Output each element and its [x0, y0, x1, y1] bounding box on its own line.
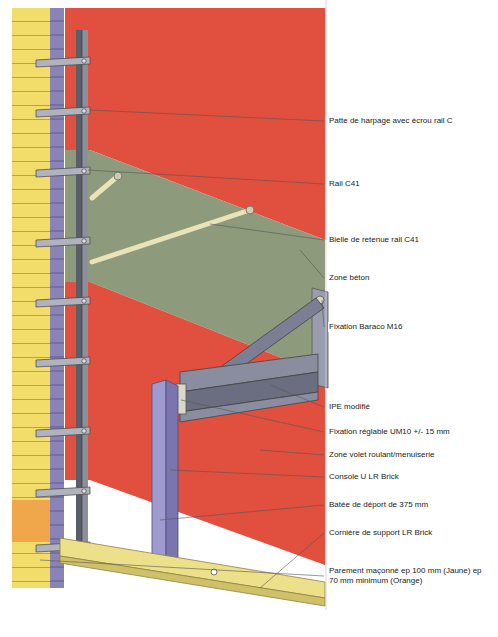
brick-joint	[50, 91, 64, 92]
brick-joint	[50, 259, 64, 260]
brick-joint	[50, 147, 64, 148]
brick-joint	[50, 329, 64, 330]
brick-joint	[50, 189, 64, 190]
c-rail-nut	[82, 489, 86, 493]
brick-joint	[50, 371, 64, 372]
c-rail-nut	[82, 59, 86, 63]
c-rail-nut	[82, 299, 86, 303]
brick-joint	[50, 483, 64, 484]
brick-joint	[50, 581, 64, 582]
brick-joint	[50, 217, 64, 218]
brick-joint	[50, 343, 64, 344]
orange-bricks	[12, 500, 50, 542]
leader-lines	[40, 110, 324, 588]
harpage-clip	[36, 237, 90, 247]
harpage-clip	[36, 57, 90, 67]
harpage-clip	[36, 297, 90, 307]
ipe-bracket	[176, 288, 328, 422]
brick-joint	[50, 413, 64, 414]
callout-label: Zone béton	[328, 273, 370, 283]
shutter-zone	[65, 282, 325, 565]
brick-joint	[50, 49, 64, 50]
brick-joint	[50, 385, 64, 386]
brick-joint	[50, 427, 64, 428]
console-u	[152, 380, 178, 574]
brick-joint	[50, 441, 64, 442]
brick-joint	[50, 287, 64, 288]
c-rail-nut	[82, 109, 86, 113]
harpage-clip	[36, 107, 90, 117]
c-rail-nut	[82, 169, 86, 173]
brick-joint	[50, 357, 64, 358]
tie-rods	[92, 172, 254, 262]
harpage-clips	[36, 57, 90, 552]
callout-label: Console U LR Brick	[328, 472, 400, 482]
brick-joint	[50, 77, 64, 78]
c-rail-nut	[82, 239, 86, 243]
callout-label: IPE modifié	[328, 402, 371, 412]
support-angle	[60, 538, 325, 606]
callout-label: Fixation réglable UM10 +/- 15 mm	[328, 427, 451, 437]
brick-facing	[12, 8, 50, 588]
c-rail-nut	[82, 359, 86, 363]
brick-joint	[50, 231, 64, 232]
brick-joint	[50, 399, 64, 400]
brick-joint	[50, 567, 64, 568]
callout-label: Fixation Baraco M16	[328, 322, 403, 332]
brick-joint	[50, 525, 64, 526]
brick-joint	[50, 511, 64, 512]
callout-label: Rail C41	[328, 179, 361, 189]
brick-joint	[50, 105, 64, 106]
callout-label: Parement maçonné ep 100 mm (Jaune) ep 70…	[328, 566, 490, 586]
callout-label: Zone volet roulant/menuiserie	[328, 450, 435, 460]
brick-joint	[50, 315, 64, 316]
brick-joint	[50, 119, 64, 120]
harpage-clip	[36, 427, 90, 437]
brick-joint	[50, 203, 64, 204]
harpage-clip	[36, 487, 90, 497]
harpage-clip	[36, 167, 90, 177]
callout-label: Batée de déport de 375 mm	[328, 500, 429, 510]
brick-side	[50, 8, 64, 588]
brick-joint	[50, 273, 64, 274]
brick-joint	[50, 161, 64, 162]
c-rail-nut	[82, 429, 86, 433]
brick-joint	[50, 21, 64, 22]
brick-joint	[50, 469, 64, 470]
brick-joint	[50, 133, 64, 134]
brick-joint	[50, 35, 64, 36]
harpage-clip	[36, 357, 90, 367]
brick-joint	[50, 455, 64, 456]
callout-label: Patte de harpage avec écrou rail C	[328, 116, 454, 126]
callout-label: Bielle de retenue rail C41	[328, 235, 420, 245]
callout-label: Cornière de support LR Brick	[328, 528, 433, 538]
brick-joint	[50, 497, 64, 498]
